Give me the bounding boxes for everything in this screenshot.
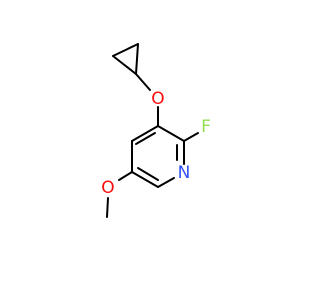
bond-c5-c6 — [131, 171, 159, 188]
cyclopropyl-ring — [112, 43, 139, 75]
atom-nitrogen: N — [178, 163, 191, 183]
bond-c5-o — [118, 171, 133, 181]
atom-oxygen-methoxy: O — [101, 178, 114, 198]
structure-canvas: O F N O — [101, 43, 211, 218]
bond-c3-c4 — [131, 125, 159, 142]
bonds — [106, 73, 199, 218]
atom-fluorine: F — [201, 117, 211, 137]
bond-c3-c4-inner — [135, 132, 156, 145]
bond-o-ch3 — [106, 197, 109, 218]
bond-cp-2 — [135, 43, 139, 75]
bond-cp-3 — [112, 55, 137, 75]
bond-c2-f — [183, 132, 199, 142]
bond-c2-c3 — [157, 125, 185, 142]
bond-c6-n — [157, 177, 175, 188]
atom-oxygen-cyclopropoxy: O — [151, 89, 164, 109]
bond-cp-1 — [112, 43, 139, 57]
bond-c5-c6-inner — [137, 167, 159, 181]
bond-cp-o — [135, 73, 151, 91]
